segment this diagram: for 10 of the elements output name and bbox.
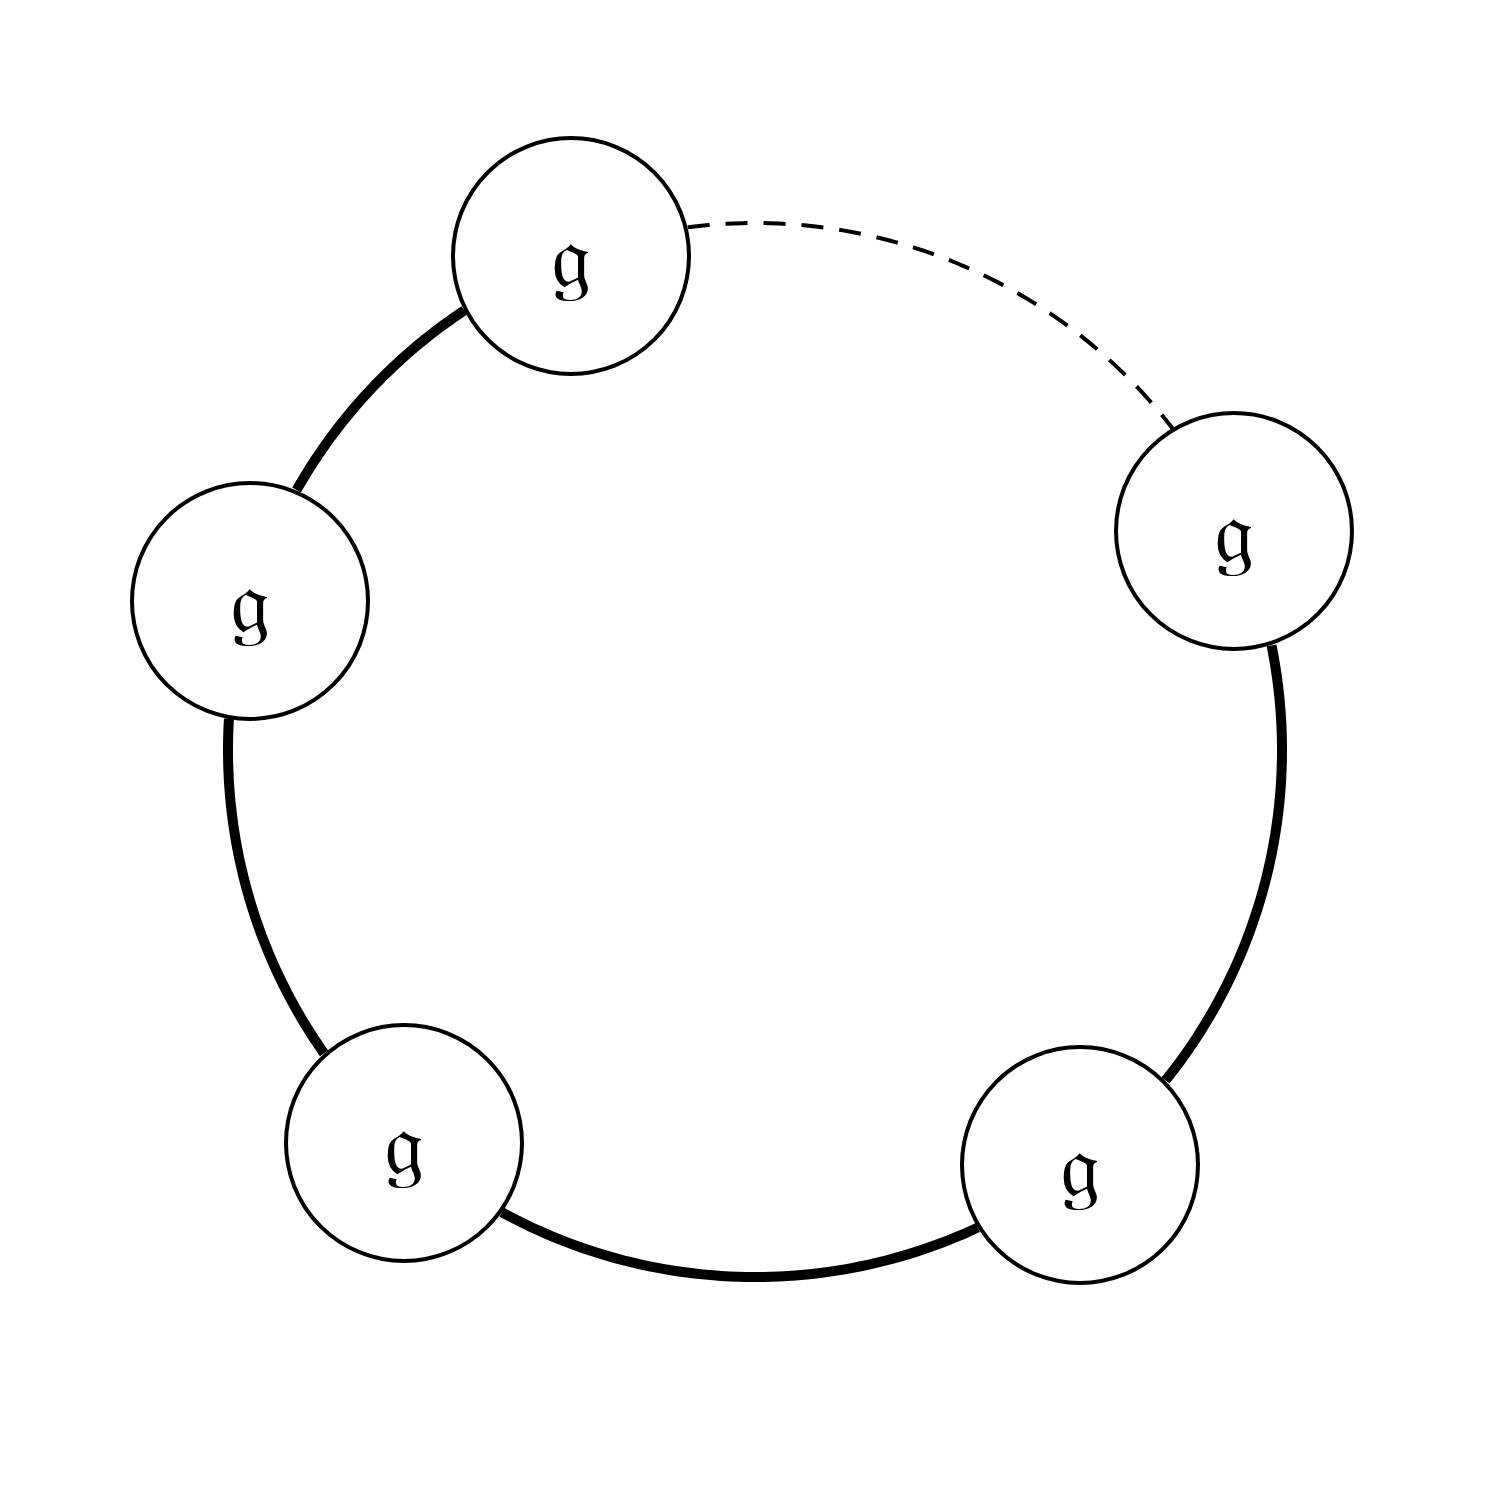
connector: [499, 1207, 980, 1282]
node-label: 𝔤: [551, 211, 592, 302]
node-label: 𝔤: [383, 1098, 424, 1188]
connector: [1161, 644, 1287, 1084]
connector: [223, 718, 329, 1057]
node-label: 𝔤: [1060, 1119, 1101, 1210]
connector: [292, 306, 468, 493]
dashed-connector: [687, 221, 1175, 430]
node-label: 𝔤: [229, 555, 270, 646]
node-label: 𝔤: [1214, 486, 1255, 577]
